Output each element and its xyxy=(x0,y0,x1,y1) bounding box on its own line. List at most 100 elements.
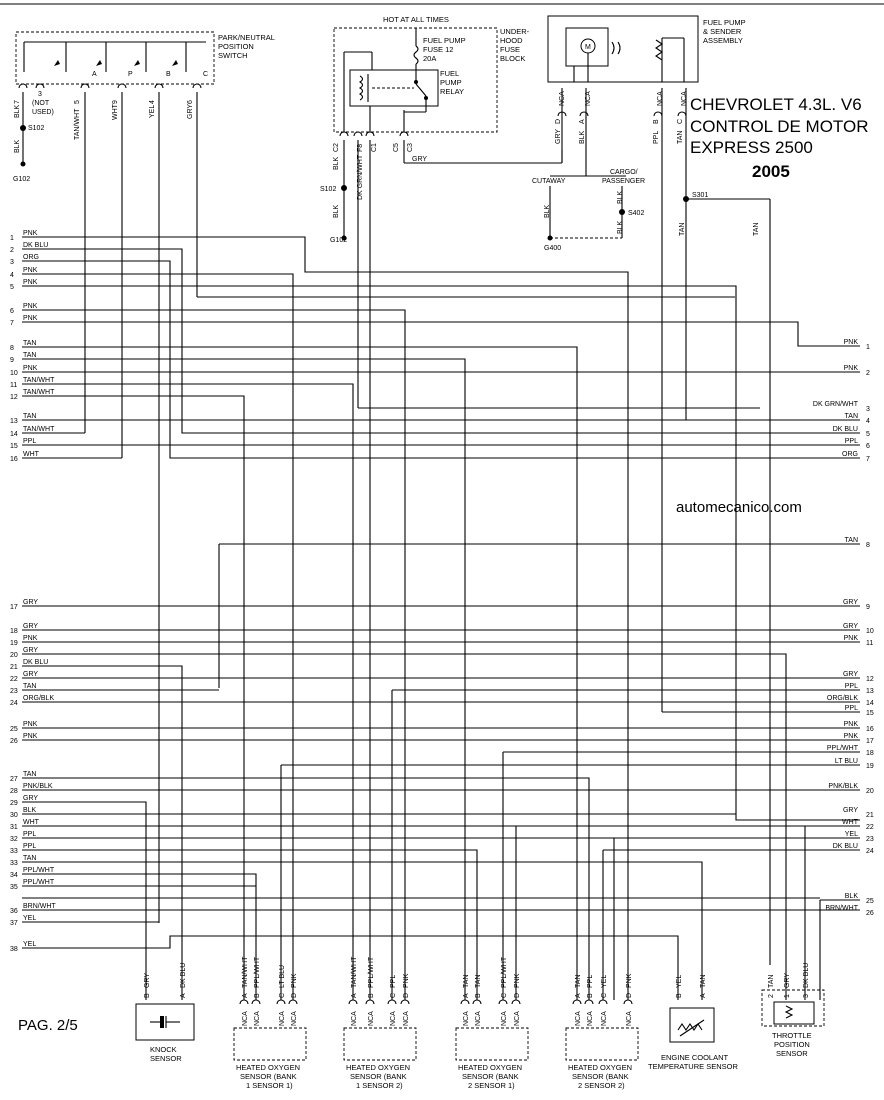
ect-label-1: ENGINE COOLANT xyxy=(661,1053,729,1062)
left-pin-35: 34 xyxy=(10,872,18,879)
left-pin-25: 25 xyxy=(10,726,18,733)
ground-g400-label: G400 xyxy=(544,245,561,252)
right-pin-6: 6 xyxy=(866,443,870,450)
pn-switch-label-2: POSITION xyxy=(218,42,254,51)
right-wire-color-17: PNK xyxy=(844,733,859,740)
pn-wire-6-color: GRY xyxy=(187,104,194,119)
tps-wire-color-2: GRY xyxy=(784,973,791,988)
left-pin-24: 24 xyxy=(10,700,18,707)
right-pin-4: 4 xyxy=(866,418,870,425)
left-wire-color-16: WHT xyxy=(23,451,40,458)
right-wire-color-4: TAN xyxy=(845,413,858,420)
underhood-label-2: HOOD xyxy=(500,36,523,45)
ho2s1-wire-pin-2: B xyxy=(254,993,261,998)
knock-label-2: SENSOR xyxy=(150,1054,182,1063)
left-wire-color-6: PNK xyxy=(23,303,38,310)
right-pin-20: 20 xyxy=(866,788,874,795)
ho2s4-nca-4: NCA xyxy=(626,1011,633,1026)
right-wire-color-9: GRY xyxy=(843,599,858,606)
ho2s3-connector-3 xyxy=(498,999,508,1005)
blk-cargo-label-1: BLK xyxy=(617,190,624,204)
pn-wire-4-color: YEL xyxy=(149,105,156,118)
ho2s2-wire-color-3: PPL xyxy=(390,975,397,988)
left-wire-color-21: DK BLU xyxy=(23,659,48,666)
ho2s4-wire-color-3: YEL xyxy=(601,975,608,988)
ho2s1-label-2: SENSOR (BANK xyxy=(240,1072,297,1081)
ho2s2-wire-color-1: TAN/WHT xyxy=(351,956,358,988)
pn-switch-label-3: SWITCH xyxy=(218,51,248,60)
ho2s2-wire-pin-3: C xyxy=(390,993,397,998)
left-wire-color-20: GRY xyxy=(23,647,38,654)
left-wire-color-3: ORG xyxy=(23,254,39,261)
hot-at-all-times: HOT AT ALL TIMES xyxy=(383,15,449,24)
left-wire-color-1: PNK xyxy=(23,230,38,237)
right-wire-color-5: DK BLU xyxy=(833,426,858,433)
left-wire-color-31: WHT xyxy=(23,819,40,826)
left-wire-color-39: YEL xyxy=(23,941,36,948)
pn-pin-p: P xyxy=(128,71,133,78)
pn-pin-a: A xyxy=(92,71,97,78)
ho2s4-nca-3: NCA xyxy=(601,1011,608,1026)
ect-wire-color-2: TAN xyxy=(700,975,707,988)
ho2s1-connector-1 xyxy=(239,999,249,1005)
left-pin-3: 3 xyxy=(10,259,14,266)
pump-pin-a: A xyxy=(579,119,586,124)
ho2s2-wire-pin-1: A xyxy=(351,993,358,998)
ho2s3-wire-pin-2: B xyxy=(475,993,482,998)
fuse-label-1: FUEL PUMP xyxy=(423,36,466,45)
right-pin-23: 23 xyxy=(866,836,874,843)
not-used-1: 3 xyxy=(38,91,42,98)
left-pin-8: 8 xyxy=(10,345,14,352)
left-pin-1: 1 xyxy=(10,235,14,242)
pump-pin-d: D xyxy=(555,119,562,124)
left-pin-39: 38 xyxy=(10,946,18,953)
left-wire-color-23: TAN xyxy=(23,683,36,690)
pn-pin-c: C xyxy=(203,71,208,78)
title-line-2: CONTROL DE MOTOR xyxy=(690,117,869,136)
knock-wire-pin-1: B xyxy=(144,993,151,998)
ho2s1-label-1: HEATED OXYGEN xyxy=(236,1063,300,1072)
tps-wire-pin-1: 2 xyxy=(768,994,775,998)
right-pin-11: 11 xyxy=(866,640,873,647)
gry-horizontal-label: GRY xyxy=(412,156,427,163)
ho2s3-wire-color-4: PNK xyxy=(514,973,521,988)
relay-color-c2: BLK xyxy=(333,156,340,170)
relay-pin-f8: F8 xyxy=(357,144,364,152)
ho2s3-wire-color-1: TAN xyxy=(463,975,470,988)
left-wire-color-15: PPL xyxy=(23,438,36,445)
right-pin-25: 25 xyxy=(866,898,874,905)
right-pin-10: 10 xyxy=(866,628,874,635)
right-wire-color-22: WHT xyxy=(842,819,859,826)
left-wire-color-7: PNK xyxy=(23,315,38,322)
tps-wire-color-1: TAN xyxy=(768,975,775,988)
ho2s4-connector-3 xyxy=(598,999,608,1005)
left-pin-7: 7 xyxy=(10,320,14,327)
right-wire-color-15: PPL xyxy=(845,705,858,712)
right-wire-color-7: ORG xyxy=(842,451,858,458)
right-wire-color-14: ORG/BLK xyxy=(827,695,858,702)
right-pin-3: 3 xyxy=(866,406,870,413)
ho2s1-label-3: 1 SENSOR 1) xyxy=(246,1081,293,1090)
relay-color-f8: DK GRN/WHT xyxy=(357,154,364,200)
left-wire-color-38: YEL xyxy=(23,915,36,922)
right-wire-color-25: BLK xyxy=(845,893,859,900)
left-pin-36: 35 xyxy=(10,884,18,891)
ho2s4-label-2: SENSOR (BANK xyxy=(572,1072,629,1081)
ground-g102-label: G102 xyxy=(13,176,30,183)
ho2s3-label-3: 2 SENSOR 1) xyxy=(468,1081,515,1090)
fuel-pump-assembly: M FUEL PUMP & SENDER ASSEMBLY NCA NCA NC… xyxy=(547,15,746,144)
left-wire-color-32: PPL xyxy=(23,831,36,838)
tps-label-3: SENSOR xyxy=(776,1049,808,1058)
ho2s1-wire-pin-4: D xyxy=(291,993,298,998)
pump-pin-b: B xyxy=(653,119,660,124)
underhood-label-4: BLOCK xyxy=(500,54,525,63)
left-wire-color-12: TAN/WHT xyxy=(23,389,55,396)
right-wire-color-18: PPL/WHT xyxy=(827,745,859,752)
ho2s2-nca-4: NCA xyxy=(403,1011,410,1026)
right-pin-19: 19 xyxy=(866,763,874,770)
ground-g102b-label: G102 xyxy=(330,237,347,244)
right-wire-color-26: BRN/WHT xyxy=(825,905,858,912)
